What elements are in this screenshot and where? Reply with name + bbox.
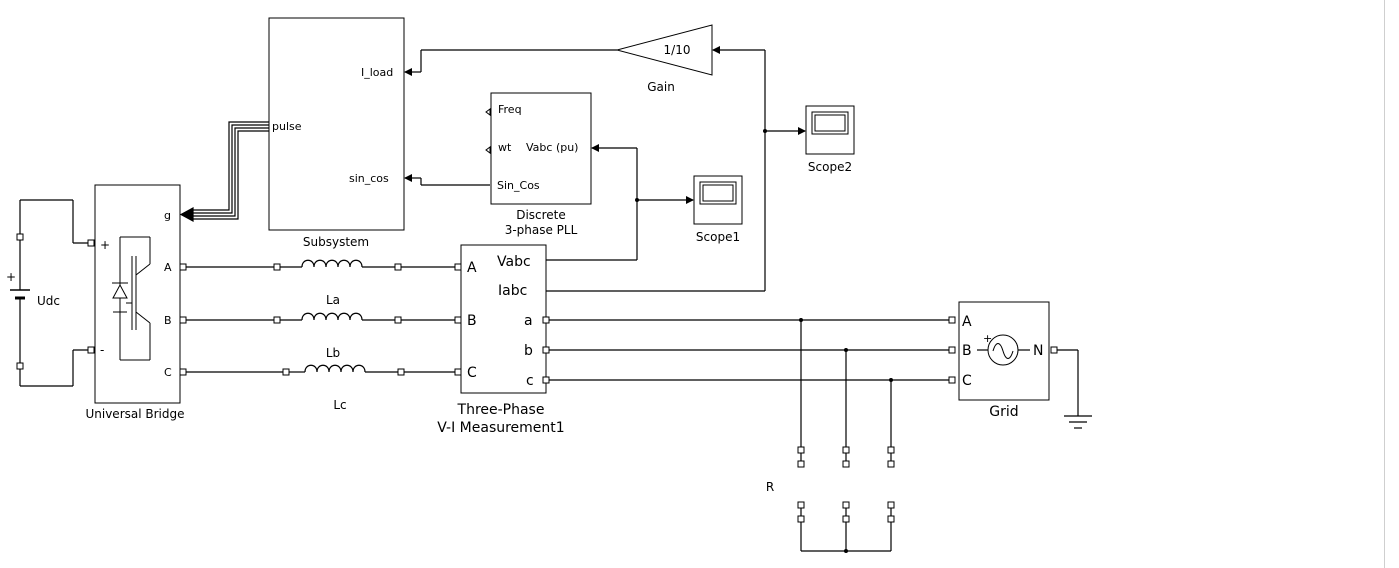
port-wt: wt (498, 141, 512, 154)
port-a: A (164, 261, 172, 274)
gain-block[interactable]: 1/10 Gain (615, 24, 713, 94)
port-grid-B: B (962, 343, 972, 359)
scope2-label: Scope2 (808, 160, 852, 174)
port-vi-iabc: Iabc (498, 283, 527, 299)
lb-label: Lb (326, 346, 340, 360)
universal-bridge-label: Universal Bridge (85, 407, 184, 421)
port-grid-C: C (962, 373, 972, 389)
port-vi-C: C (467, 365, 477, 381)
port-pll-sin-cos: Sin_Cos (497, 179, 540, 192)
vi-measurement-block[interactable]: A B C Vabc Iabc a b c Three-Phase V-I Me… (437, 244, 565, 436)
vi-label-line2: V-I Measurement1 (437, 420, 564, 436)
scope2-block[interactable]: Scope2 (805, 105, 855, 174)
port-i-load: I_load (361, 66, 393, 79)
port-vabc-pu: Vabc (pu) (526, 141, 578, 154)
port-g: g (164, 209, 171, 222)
grid-block[interactable]: A B C N + Grid (958, 301, 1050, 420)
port-vi-B: B (467, 313, 477, 329)
port-vi-a: a (524, 313, 533, 329)
port-plus: + (100, 238, 110, 252)
inductor-lc[interactable]: Lc (182, 364, 460, 412)
scope1-block[interactable]: Scope1 (693, 175, 743, 244)
scope1-label: Scope1 (696, 230, 740, 244)
ac-source-icon: + (977, 332, 1030, 366)
right-scroll-edge (1384, 0, 1399, 568)
udc-label: Udc (37, 294, 60, 308)
svg-text:+: + (983, 332, 992, 345)
port-sin-cos: sin_cos (349, 172, 389, 185)
inductor-la[interactable]: La (182, 259, 460, 307)
vi-label-line1: Three-Phase (457, 402, 545, 418)
port-vi-c: c (526, 373, 534, 389)
port-minus: - (100, 343, 104, 357)
port-vi-b: b (524, 343, 533, 359)
port-grid-A: A (962, 314, 972, 330)
port-pulse: pulse (272, 120, 302, 133)
pll-label-line2: 3-phase PLL (505, 223, 578, 237)
resistor-load-r[interactable]: R (766, 320, 895, 553)
udc-plus-sign: + (6, 270, 16, 284)
la-label: La (326, 293, 340, 307)
gain-label: Gain (647, 80, 675, 94)
r-label: R (766, 480, 774, 494)
ground-icon (1057, 349, 1092, 429)
pll-block[interactable]: Freq wt Vabc (pu) Sin_Cos Discrete 3-pha… (485, 92, 592, 237)
pulse-bus (179, 121, 269, 223)
universal-bridge-block[interactable]: + - g A B C Universal Bridge (85, 184, 185, 421)
port-vi-vabc: Vabc (497, 254, 531, 270)
lc-label: Lc (333, 398, 346, 412)
subsystem-label: Subsystem (303, 235, 369, 249)
inductor-lb[interactable]: Lb (182, 312, 460, 360)
port-freq: Freq (498, 103, 522, 116)
udc-source[interactable]: + Udc (6, 199, 95, 387)
port-c: C (164, 366, 172, 379)
igbt-diode-icon (112, 236, 151, 361)
port-grid-N: N (1033, 343, 1043, 359)
gain-value: 1/10 (664, 43, 691, 57)
port-vi-A: A (467, 260, 477, 276)
port-b: B (164, 314, 172, 327)
subsystem-block[interactable]: I_load pulse sin_cos Subsystem (268, 17, 405, 249)
pll-label-line1: Discrete (516, 208, 566, 222)
grid-label: Grid (989, 404, 1018, 420)
